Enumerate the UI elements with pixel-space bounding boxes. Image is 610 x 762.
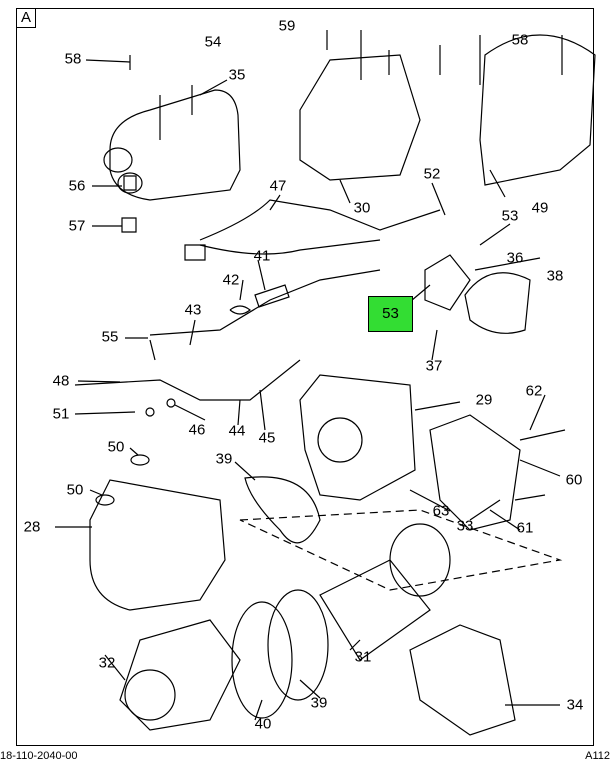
part-35-housing	[103, 89, 241, 201]
callout-54: 54	[204, 33, 222, 51]
panel-letter: A	[16, 8, 36, 28]
callout-43: 43	[184, 301, 202, 319]
callout-34: 34	[566, 696, 584, 714]
callout-38: 38	[546, 267, 564, 285]
callout-44: 44	[228, 422, 246, 440]
callout-48: 48	[52, 372, 70, 390]
callout-58: 58	[64, 50, 82, 68]
callout-32: 32	[98, 654, 116, 672]
diagram-frame	[16, 8, 594, 746]
callout-40: 40	[254, 715, 272, 733]
callout-31: 31	[354, 648, 372, 666]
callout-63: 63	[432, 502, 450, 520]
callout-37: 37	[425, 357, 443, 375]
callout-47: 47	[269, 177, 287, 195]
callout-56: 56	[68, 177, 86, 195]
callout-58: 58	[511, 31, 529, 49]
callout-50: 50	[107, 438, 125, 456]
callout-42: 42	[222, 271, 240, 289]
callout-51: 51	[52, 405, 70, 423]
footer-figure-id: A112	[585, 750, 610, 762]
callout-41: 41	[253, 247, 271, 265]
callout-46: 46	[188, 421, 206, 439]
callout-29: 29	[475, 391, 493, 409]
callout-53: 53	[501, 207, 519, 225]
callout-39: 39	[215, 450, 233, 468]
callout-50: 50	[66, 481, 84, 499]
callout-59: 59	[278, 17, 296, 35]
callout-61: 61	[516, 519, 534, 537]
callout-28: 28	[23, 518, 41, 536]
callout-57: 57	[68, 217, 86, 235]
footer-drawing-number: 18-110-2040-00	[0, 750, 78, 762]
callout-33: 33	[456, 517, 474, 535]
callout-52: 52	[423, 165, 441, 183]
callout-36: 36	[506, 249, 524, 267]
callout-39: 39	[310, 694, 328, 712]
callout-30: 30	[353, 199, 371, 217]
callout-60: 60	[565, 471, 583, 489]
highlighted-callout-53: 53	[368, 296, 413, 332]
callout-49: 49	[531, 199, 549, 217]
callout-35: 35	[228, 66, 246, 84]
callout-45: 45	[258, 429, 276, 447]
callout-55: 55	[101, 328, 119, 346]
callout-62: 62	[525, 382, 543, 400]
